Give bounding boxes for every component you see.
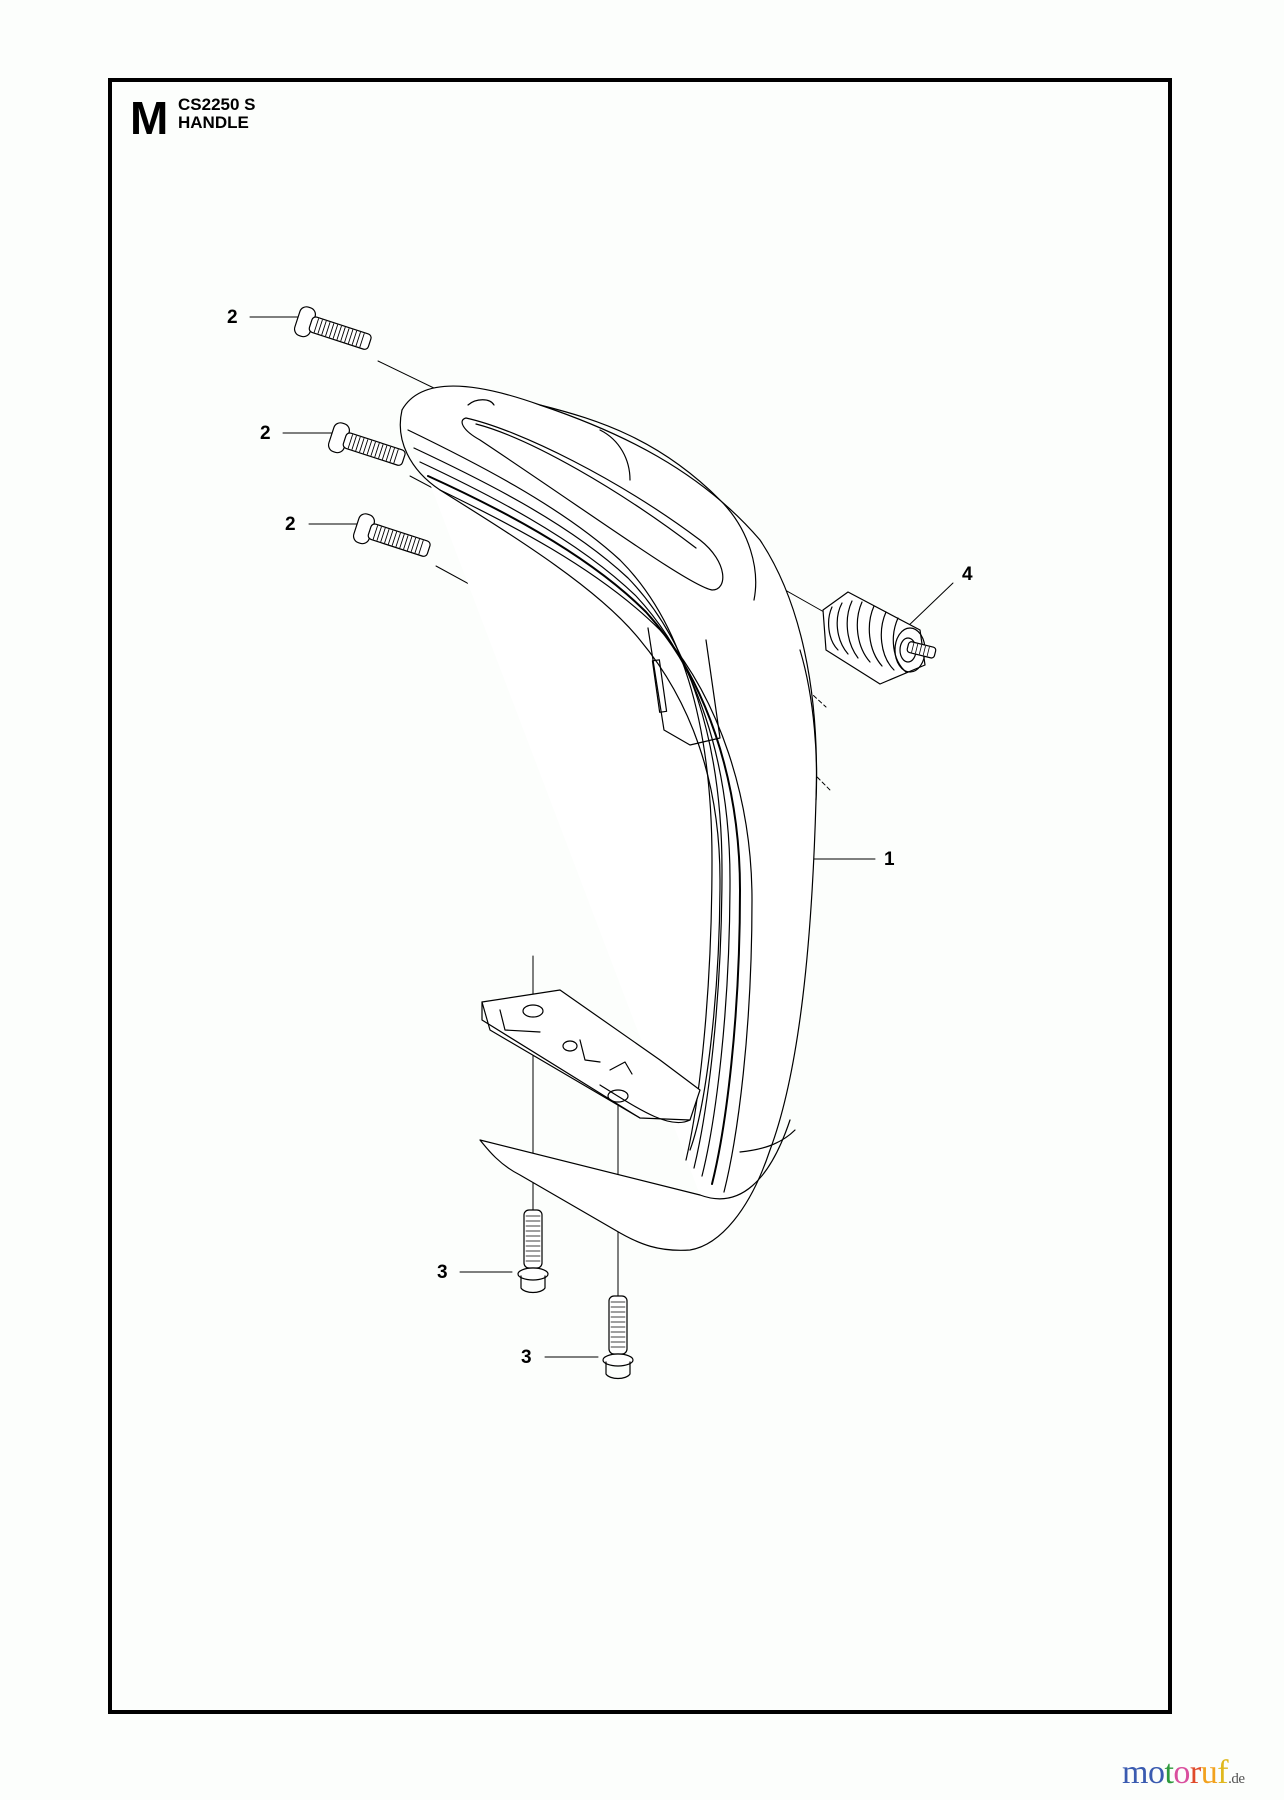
screw-icon [327, 422, 406, 466]
watermark-letter: o [1147, 1754, 1165, 1791]
callout-4: 4 [962, 564, 973, 585]
section-letter: M [130, 92, 169, 144]
screw-icon [352, 513, 431, 557]
callout-3: 3 [437, 1262, 448, 1283]
watermark-letter: t [1164, 1754, 1174, 1791]
screw-icon [517, 1209, 549, 1294]
watermark-letter: m [1122, 1754, 1148, 1791]
watermark-letter: u [1200, 1754, 1218, 1791]
watermark-letter: r [1189, 1754, 1201, 1791]
callout-2: 2 [260, 423, 271, 444]
watermark-tld: .de [1228, 1771, 1245, 1787]
spring-damper-icon [822, 591, 937, 685]
front-handle [399, 385, 818, 1251]
handle-foot-bracket [481, 989, 701, 1124]
diagram-title: HANDLE [178, 113, 249, 132]
screw-icon [293, 306, 372, 350]
watermark-letter: f [1217, 1754, 1229, 1791]
watermark-letter: o [1173, 1754, 1190, 1791]
callout-2: 2 [227, 307, 238, 328]
diagram-header: CS2250 S HANDLE [178, 96, 256, 132]
watermark-logo: motoruf.de [1122, 1754, 1245, 1796]
callout-3: 3 [521, 1347, 532, 1368]
model-name: CS2250 S [178, 95, 256, 114]
callout-2: 2 [285, 514, 296, 535]
callout-leaders [249, 316, 954, 1358]
callout-1: 1 [884, 849, 895, 870]
screw-icon [602, 1295, 634, 1380]
